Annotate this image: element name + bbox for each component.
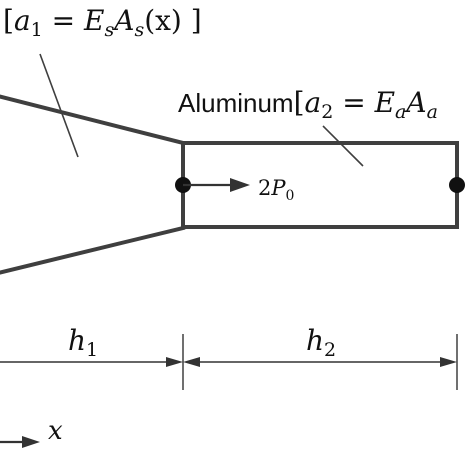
load-arrow: [183, 178, 250, 192]
steel-segment: [0, 94, 186, 275]
steel-top-edge: [0, 94, 186, 146]
end-node: [449, 177, 465, 193]
steel-label: [a1 = EsAs(x) ]: [3, 4, 202, 41]
aluminum-leader-line: [322, 125, 364, 167]
dim-h1-arrowhead: [166, 357, 183, 367]
steel-bottom-edge: [0, 225, 186, 275]
dim-h2-arrowhead-left: [183, 357, 200, 367]
x-axis-arrow: [0, 436, 40, 448]
load-label: 2P0: [258, 176, 294, 204]
dim-h2-label: h2: [306, 324, 336, 361]
aluminum-label: Aluminum[a2 = EaAa: [178, 86, 438, 123]
dim-h2-arrowhead-right: [440, 357, 457, 367]
dim-h1-label: h1: [68, 324, 98, 361]
dimension-lines: [0, 334, 458, 390]
steel-leader-line: [39, 53, 79, 158]
x-axis-label: x: [48, 416, 63, 446]
